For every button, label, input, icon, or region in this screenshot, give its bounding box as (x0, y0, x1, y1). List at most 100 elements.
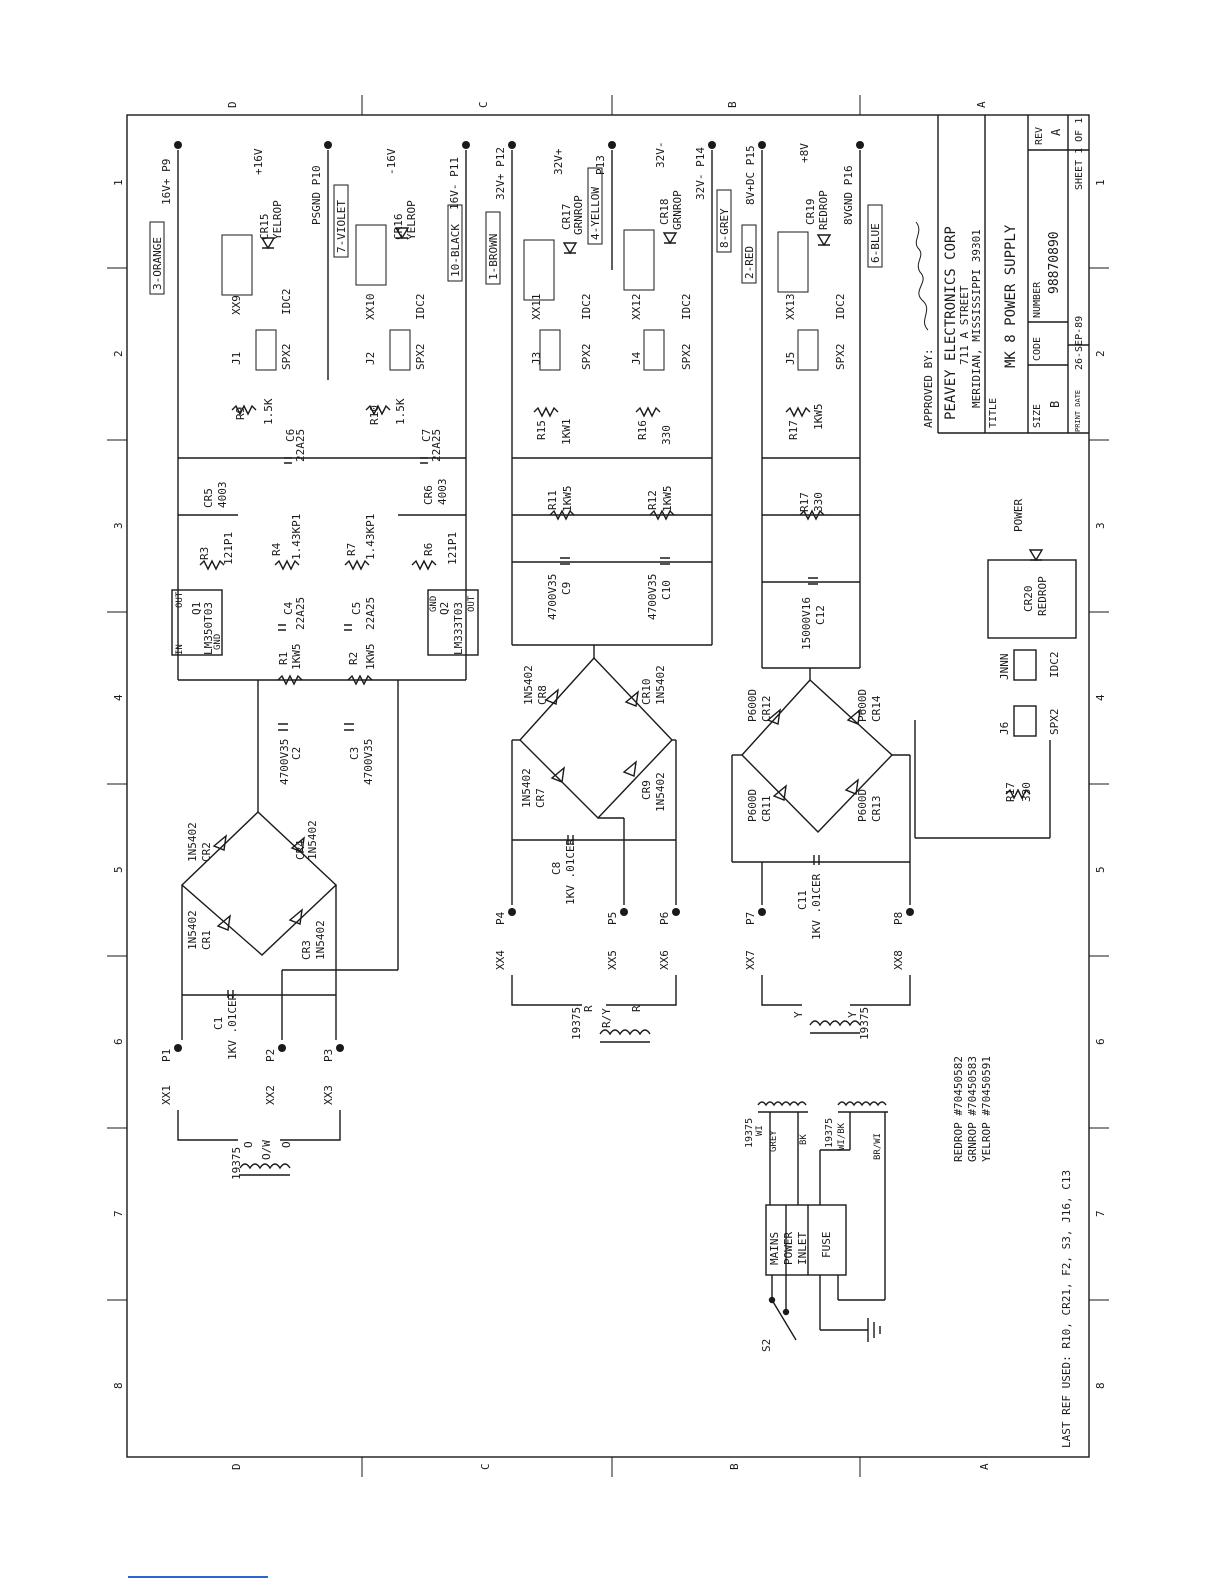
rail-name-p9: 16V+ P9 (160, 159, 173, 205)
mains-wire-bk: BK (799, 1134, 809, 1145)
rail-name-p15: 8V+DC P15 (744, 145, 757, 205)
power-led-conn-type: SPX2 (1048, 709, 1061, 736)
mains-inlet (757, 1101, 888, 1342)
capacitor-c2: C2 (290, 747, 303, 760)
bridge-wiring (181, 644, 1051, 1040)
regulator-packages (171, 589, 479, 656)
led-volt-cr15: +16V (252, 148, 265, 175)
zone-number-left-1: 1 (112, 179, 125, 186)
regulator-q2-part: LM333T03 (452, 602, 465, 655)
drawing-number: 98870890 (1047, 231, 1062, 294)
capacitor-c8: C8 (550, 862, 563, 875)
resistor-r7: R7 (345, 543, 358, 556)
led-ref-cr17: CR17 (560, 204, 573, 231)
diode-cr12: CR12 (760, 696, 773, 723)
transformer-windings (177, 975, 911, 1176)
resistor-r6-value: 121P1 (446, 532, 459, 565)
wire-color-boxes (149, 167, 883, 295)
led-volt-cr17: 32V+ (552, 148, 565, 175)
mains-switch-s2: S2 (760, 1339, 773, 1352)
number-label: NUMBER (1032, 281, 1043, 318)
diode-cr8-part: 1N5402 (522, 665, 535, 705)
regulator-q1-in: IN (175, 644, 185, 655)
transformer-wire-ow: O/W (260, 1140, 273, 1160)
power-led-label: POWER (1012, 499, 1025, 532)
diode-cr11: CR11 (760, 796, 773, 823)
mains-label-power: POWER (782, 1232, 795, 1265)
wire-label-blue: 6-BLUE (869, 223, 882, 263)
resistor-r15-value: 330 (812, 492, 825, 512)
resistor-r10-value: 1.5K (394, 398, 407, 425)
zone-letter-top-c: C (477, 101, 490, 108)
resistor-r11-value: 1KW5 (561, 486, 574, 513)
capacitor-c1-value: 1KV .01CER (226, 993, 239, 1060)
led-part-yelrop: YELROP #70450591 (980, 1056, 993, 1162)
capacitor-c5: C5 (350, 602, 363, 615)
drawing-title: MK 8 POWER SUPPLY (1003, 224, 1019, 368)
approved-by-label: APPROVED BY: (922, 349, 935, 428)
zone-letter-bottom-b: B (728, 1463, 741, 1470)
diode-cr1-part: 1N5402 (186, 910, 199, 950)
capacitor-c6: C6 (284, 429, 297, 442)
tap-xx8: XX8 (892, 950, 905, 970)
transformer-part-2: 19375 (570, 1007, 583, 1040)
resistor-r4-value: 1.43KP1 (290, 514, 303, 560)
power-led-header-type: IDC2 (1048, 652, 1061, 679)
zone-ticks (107, 95, 1109, 1477)
regulator-q1-gnd: GND (213, 634, 223, 650)
print-date: 26-SEP-89 (1074, 316, 1085, 370)
led-part-grnrop: GRNROP #70450583 (966, 1056, 979, 1162)
pad-p2: P2 (264, 1049, 277, 1062)
bridge-rectifier-left (180, 811, 338, 956)
capacitor-c10-value: 4700V35 (646, 574, 659, 620)
regulator-q2-out: OUT (467, 595, 477, 612)
wire-label-black: 10-BLACK (449, 224, 462, 277)
led-ref-cr15: CR15 (258, 214, 271, 241)
zone-number-left-6: 6 (112, 1038, 125, 1045)
transformer-wire-y2: Y (846, 1011, 859, 1018)
capacitor-c3: C3 (348, 747, 361, 760)
bridge-rectifier-right (741, 679, 894, 834)
mains-label-fuse: FUSE (820, 1232, 833, 1259)
connector-j1-type: SPX2 (280, 344, 293, 371)
led-volt-cr16: -16V (385, 148, 398, 175)
wire-label-yellow: 4-YELLOW (589, 187, 602, 240)
led-ref-cr16: CR16 (392, 214, 405, 241)
zone-number-right-2: 2 (1094, 350, 1107, 357)
connector-j5: J5 (784, 352, 797, 365)
capacitor-c12-value: 15000V16 (800, 597, 813, 650)
resistor-zigzags (199, 404, 1031, 800)
connector-j1: J1 (230, 352, 243, 365)
diode-cr2-part: 1N5402 (186, 822, 199, 862)
resistor-r13: R15 (535, 420, 548, 440)
connector-j4-type: SPX2 (680, 344, 693, 371)
wire-label-orange: 3-ORANGE (151, 237, 164, 290)
capacitor-c3-value: 4700V35 (362, 739, 375, 785)
pad-p8: P8 (892, 912, 905, 925)
header-xx13-type: IDC2 (834, 294, 847, 321)
diode-cr4: CR4 (294, 840, 307, 860)
resistor-r4: R4 (270, 542, 283, 556)
diode-cr13: CR13 (870, 796, 883, 823)
diode-cr11-part: P600D (746, 789, 759, 822)
diode-cr5-part: 4003 (216, 482, 229, 509)
led-indicator-boxes (221, 224, 819, 371)
connector-j3: J3 (530, 352, 543, 365)
zone-number-right-4: 4 (1094, 694, 1107, 701)
resistor-r17: R17 (1004, 782, 1017, 802)
diode-cr13-part: P600D (856, 789, 869, 822)
wire-label-violet: 7-VIOLET (335, 200, 348, 253)
regulator-q1-out: OUT (175, 591, 185, 608)
transformer-part-1: 19375 (230, 1147, 243, 1180)
wire-label-red: 2-RED (743, 246, 756, 279)
resistor-r2: R2 (347, 652, 360, 665)
rail-name-p14: 32V- P14 (694, 147, 707, 200)
connector-j4: J4 (630, 351, 643, 365)
header-xx9-type: IDC2 (280, 289, 293, 316)
capacitor-c4-value: 22A25 (294, 597, 307, 630)
mains-wire-grey: GREY (769, 1130, 779, 1152)
resistor-r1-value: 1KW5 (290, 644, 303, 671)
regulator-q1-ref: Q1 (190, 602, 203, 615)
pad-p1: P1 (160, 1049, 173, 1062)
